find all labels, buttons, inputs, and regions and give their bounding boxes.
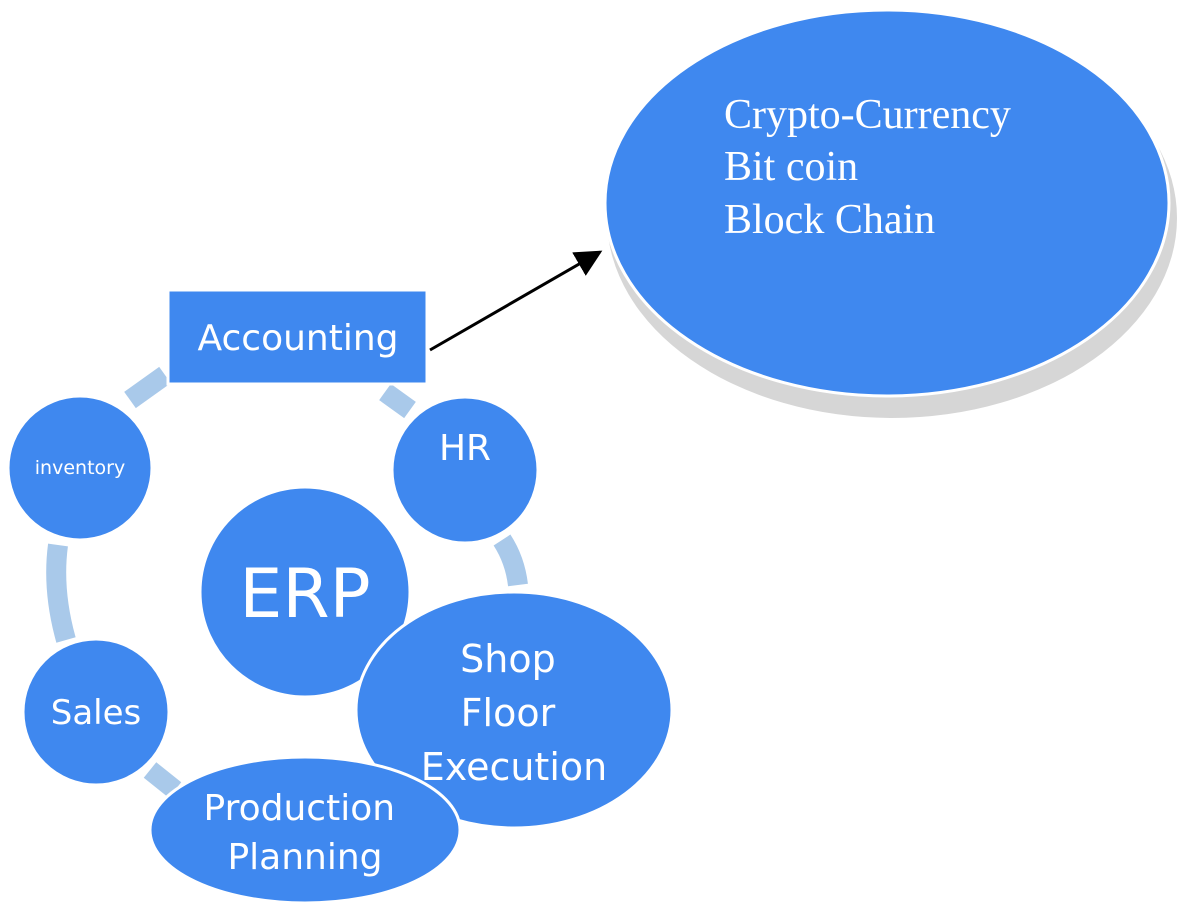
shop-floor-label: Shop Floor Execution: [421, 637, 607, 789]
callout-ellipse: [603, 8, 1171, 398]
production-line-1: Production: [204, 788, 396, 829]
accounting-box: [166, 288, 429, 386]
sales-label: Sales: [51, 693, 142, 733]
callout-line-blockchain: Block Chain: [724, 197, 935, 243]
ring-segment-hr-shopfloor: [493, 534, 528, 587]
accounting-label: Accounting: [197, 318, 398, 359]
hr-node: [390, 395, 540, 545]
shop-floor-node: [354, 590, 674, 830]
sales-node: [21, 637, 171, 787]
erp-center-label: ERP: [239, 555, 370, 634]
production-planning-node: [148, 755, 462, 905]
callout-line-bitcoin: Bit coin: [724, 144, 858, 190]
erp-center-node: [198, 485, 412, 699]
cycle-ring: [46, 366, 528, 798]
ring-segment-accounting-hr: [379, 383, 416, 419]
callout-line-crypto: Crypto-Currency: [724, 92, 1011, 138]
arrow-accounting-to-callout: [429, 250, 603, 352]
callout-text: Crypto-Currency Bit coin Block Chain: [724, 92, 1021, 243]
hr-label: HR: [439, 428, 491, 469]
inventory-label: inventory: [35, 457, 125, 479]
production-line-2: Planning: [227, 837, 382, 878]
ring-segment-accounting-inventory: [124, 366, 171, 409]
ring-segment-sales-production: [143, 762, 182, 798]
ring-segment-inventory-sales: [46, 543, 76, 643]
production-planning-label: Production Planning: [204, 788, 407, 878]
inventory-node: [6, 394, 154, 542]
shop-floor-line-1: Shop: [460, 637, 556, 681]
shop-floor-line-3: Execution: [421, 745, 607, 789]
shop-floor-line-2: Floor: [461, 691, 556, 735]
